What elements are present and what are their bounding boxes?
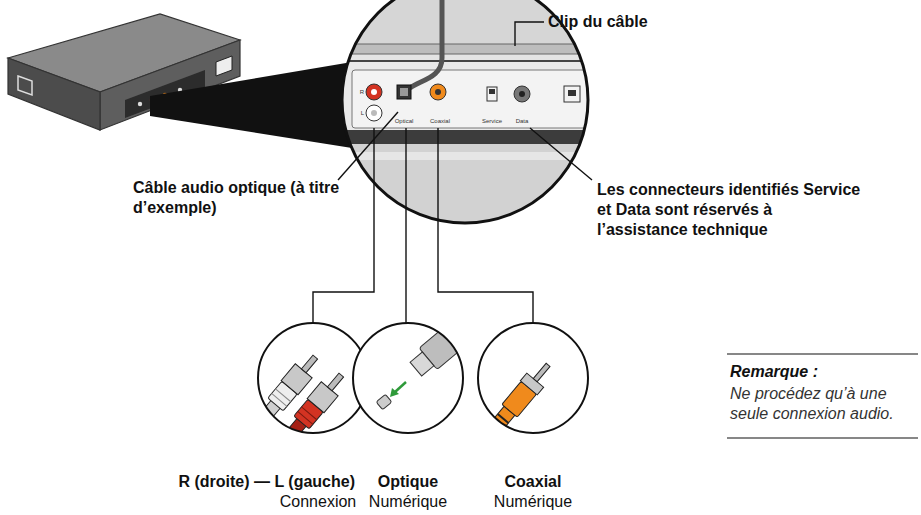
leader-line bbox=[530, 128, 592, 180]
bass-module bbox=[138, 102, 142, 106]
connector-type: Connexion bbox=[263, 492, 373, 512]
coaxial-plug-detail bbox=[472, 445, 483, 454]
magnified-panel bbox=[435, 89, 441, 95]
coaxial-plug-detail bbox=[478, 437, 489, 446]
rca-plug-detail bbox=[256, 368, 350, 474]
bass-module bbox=[18, 76, 32, 95]
connector-name: Coaxial bbox=[483, 472, 583, 492]
magnified-panel bbox=[371, 110, 377, 116]
jack-marking: Data bbox=[509, 117, 535, 125]
magnified-panel bbox=[397, 85, 411, 99]
coaxial-plug-detail bbox=[533, 363, 550, 382]
magnified-panel bbox=[568, 90, 576, 96]
rca-plug-detail bbox=[301, 355, 317, 373]
coaxial-plug-detail bbox=[475, 320, 595, 440]
coaxial-plug-detail bbox=[485, 429, 496, 438]
optical-plug-detail bbox=[350, 320, 470, 440]
leader-line bbox=[313, 128, 374, 323]
connector-type: Numérique bbox=[478, 492, 588, 512]
coaxial-plug-detail bbox=[463, 358, 557, 464]
optical-plug-detail bbox=[390, 388, 399, 397]
rca-plug-detail bbox=[327, 373, 343, 391]
magnified-panel bbox=[330, 0, 610, 244]
magnified-panel bbox=[366, 84, 382, 100]
optical-plug-detail bbox=[456, 307, 488, 337]
magnified-panel bbox=[330, 60, 610, 62]
rca-plug-detail bbox=[275, 389, 290, 402]
optical-plug-detail bbox=[395, 382, 406, 392]
note-text: Ne procédez qu’à une seule connexion aud… bbox=[730, 384, 915, 424]
optical-plug-detail bbox=[376, 394, 392, 409]
jack-marking: R bbox=[350, 88, 364, 96]
jack-marking: Service bbox=[477, 117, 507, 125]
magnified-panel bbox=[564, 86, 580, 102]
callout-label: Câble audio optique (à titre d’exemple) bbox=[133, 178, 343, 218]
rca-plug-detail bbox=[301, 407, 316, 420]
optical-plug-detail bbox=[350, 302, 492, 440]
magnified-panel bbox=[345, 44, 600, 54]
jack-marking: L bbox=[350, 109, 364, 117]
callout-label: Clip du câble bbox=[548, 12, 748, 32]
optical-plug-detail bbox=[445, 326, 463, 347]
note-heading: Remarque : bbox=[730, 362, 915, 382]
bass-module bbox=[216, 56, 232, 76]
rca-plug-detail bbox=[234, 399, 282, 453]
magnified-panel bbox=[430, 84, 446, 100]
note-rule bbox=[727, 353, 918, 354]
rca-plug-detail bbox=[230, 350, 324, 456]
leader-line bbox=[313, 22, 592, 323]
magnifier-ring bbox=[342, 0, 588, 223]
rca-plug-detail bbox=[272, 393, 287, 406]
optical-plug-detail bbox=[410, 352, 434, 376]
rca-plug-detail bbox=[298, 411, 313, 424]
leader-line bbox=[515, 22, 544, 46]
callout-label: Les connecteurs identifiés Service et Da… bbox=[597, 180, 862, 240]
magnified-panel bbox=[371, 89, 377, 95]
leader-line bbox=[438, 128, 533, 323]
bass-module bbox=[8, 58, 100, 130]
detail-ring bbox=[353, 323, 463, 433]
magnified-panel bbox=[489, 89, 495, 94]
detail-ring bbox=[478, 323, 588, 433]
note-rule bbox=[727, 437, 918, 438]
note-rule bbox=[727, 354, 918, 438]
leader-line bbox=[405, 128, 406, 323]
connector-name: R (droite) — L (gauche) bbox=[130, 472, 355, 492]
jack-marking: Coaxial bbox=[425, 117, 455, 125]
magnified-panel bbox=[352, 70, 602, 128]
leader-line bbox=[338, 112, 398, 180]
detail-ring bbox=[258, 323, 368, 433]
connector-type: Numérique bbox=[353, 492, 463, 512]
coaxial-plug-detail bbox=[463, 320, 595, 464]
magnified-panel bbox=[366, 105, 382, 121]
magnified-panel bbox=[330, 152, 610, 160]
magnified-panel bbox=[410, 0, 442, 88]
coaxial-plug-detail bbox=[466, 406, 515, 461]
magnified-panel bbox=[519, 91, 525, 97]
zoom-wedge bbox=[150, 62, 352, 148]
optical-plug-detail bbox=[376, 394, 392, 409]
magnified-panel bbox=[514, 86, 530, 102]
magnified-panel bbox=[400, 88, 408, 96]
jack-marking: Optical bbox=[389, 117, 419, 125]
magnified-panel bbox=[487, 87, 497, 101]
magnified-panel bbox=[330, 62, 610, 132]
connector-name: Optique bbox=[358, 472, 458, 492]
